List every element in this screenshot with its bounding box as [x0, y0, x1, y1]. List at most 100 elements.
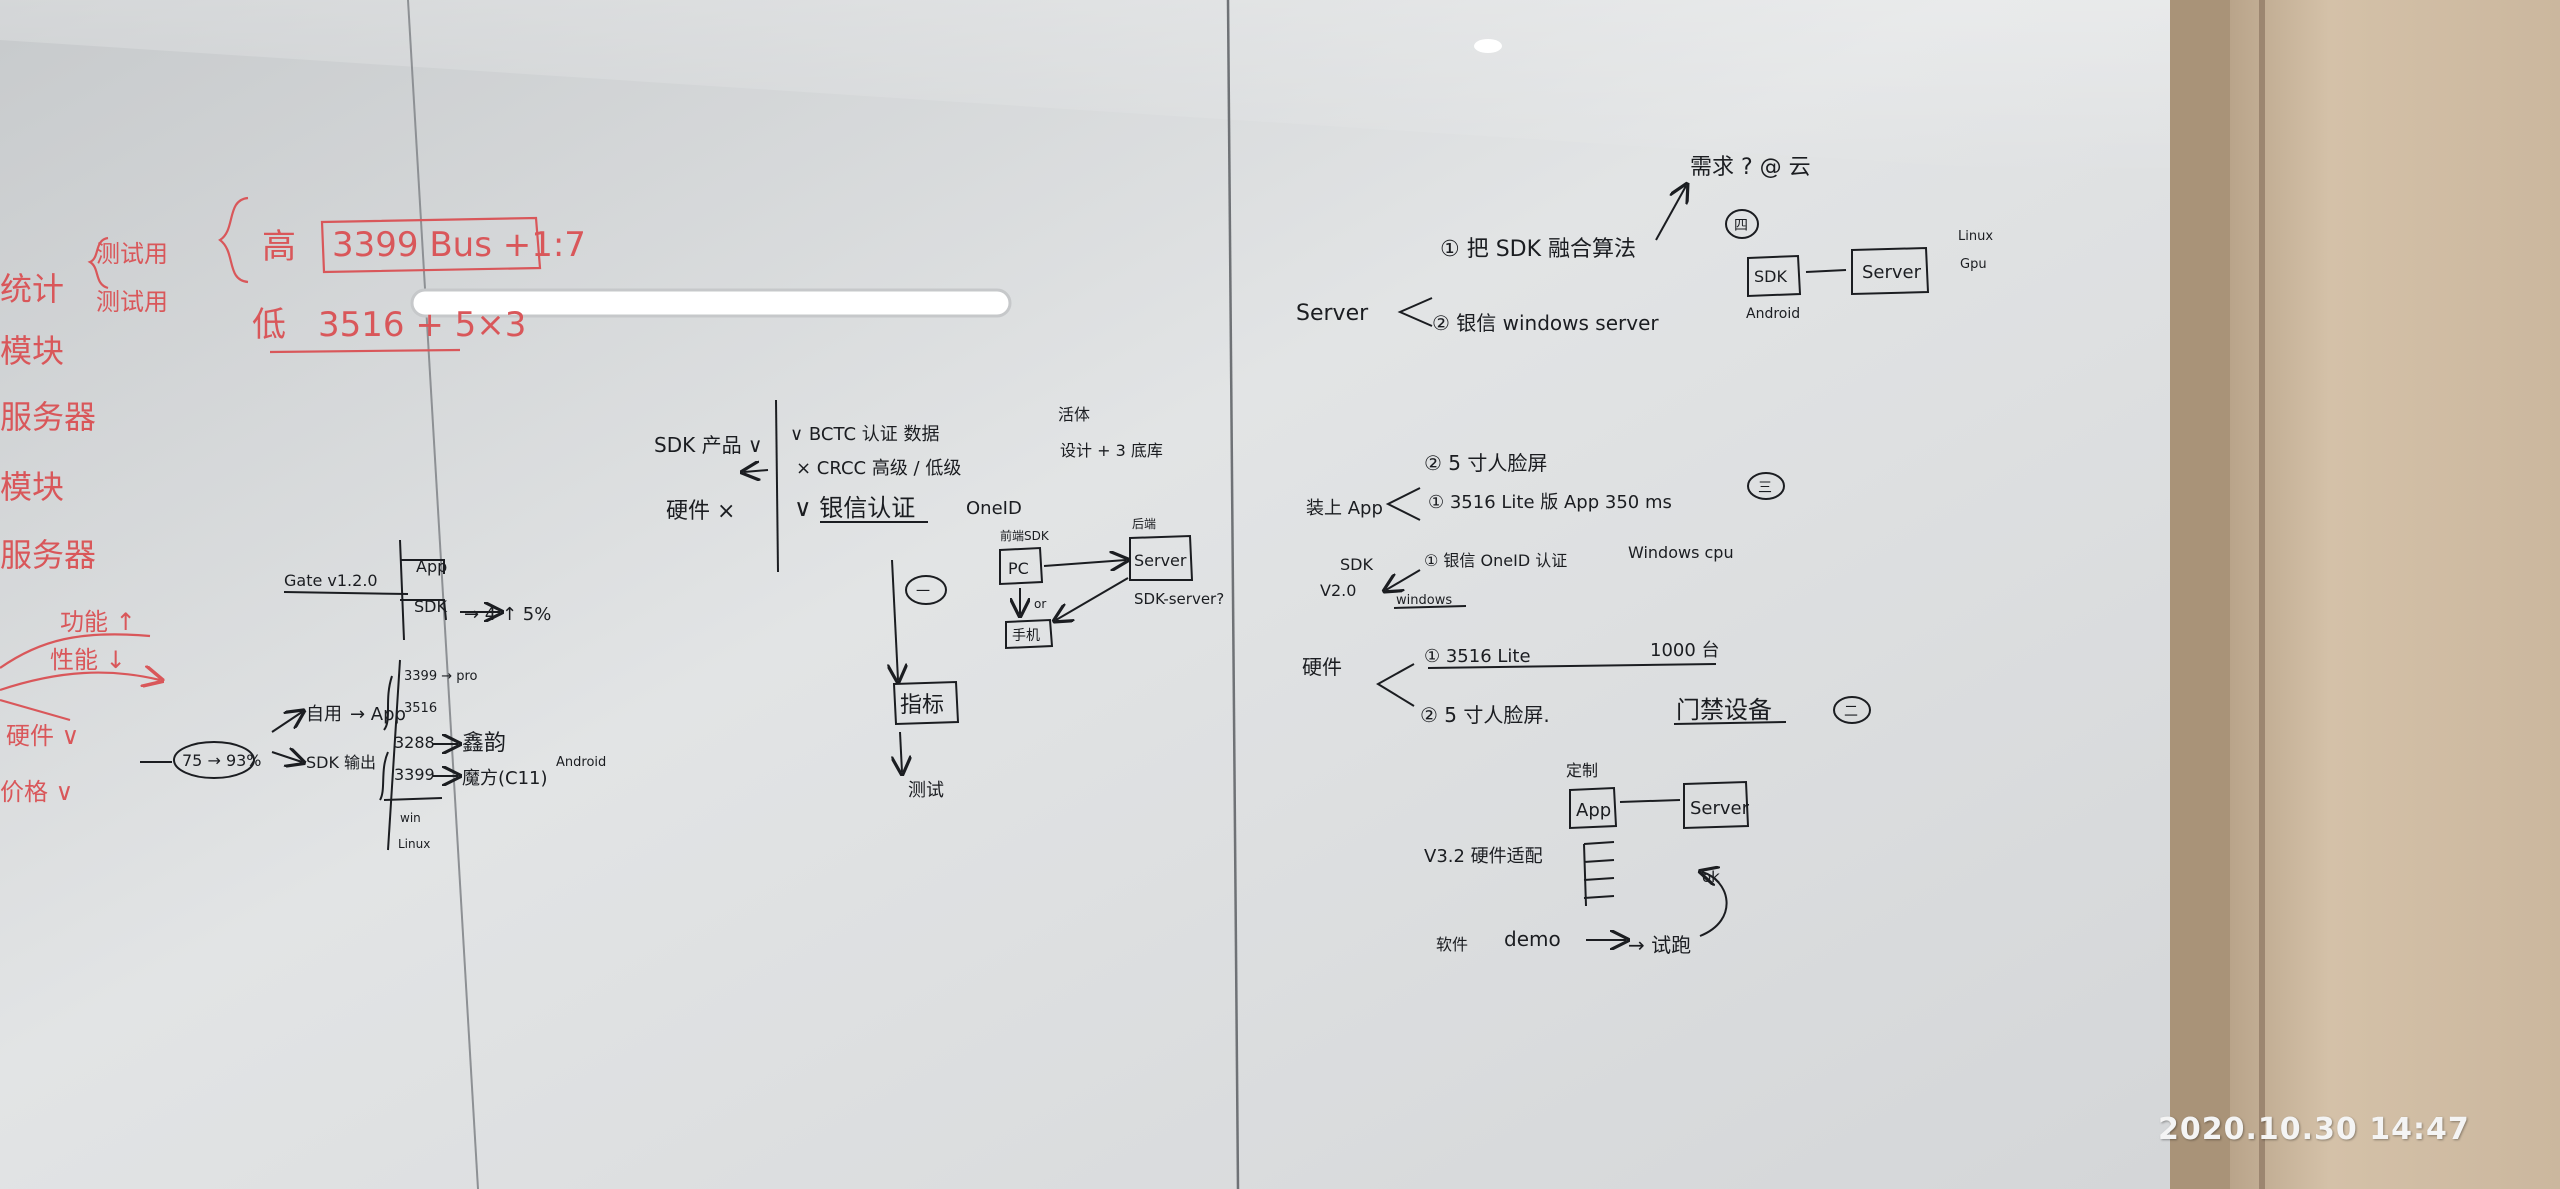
loop-arrow	[1700, 872, 1728, 937]
sdk-arrow-note: → 4 ↑ 5%	[464, 604, 551, 625]
red-edge-8: 硬件 ∨	[6, 722, 79, 750]
sdk-right: SDK	[1340, 555, 1373, 574]
windows-underline	[1393, 605, 1467, 609]
red-bracket-a: 测试用	[96, 240, 168, 268]
install-app: 装上 App	[1306, 498, 1383, 519]
v32-label: V3.2 硬件适配	[1424, 846, 1543, 867]
item-3: ∨ 银信认证	[794, 494, 915, 522]
red-high-value: 3399 Bus +1:7	[332, 225, 586, 265]
pc-server-link	[1043, 560, 1126, 566]
sdk-box-label: SDK	[1754, 267, 1787, 286]
own-use-label: 自用	[306, 704, 342, 725]
android-label-right: Android	[1746, 306, 1800, 322]
left-panel-lines	[140, 539, 500, 851]
to-sdk-out	[271, 752, 302, 762]
circle-three-label: 三	[1758, 480, 1772, 496]
sdk-label: SDK	[414, 597, 447, 616]
chip-3399: 3399	[394, 765, 435, 784]
own-use-app: → App	[350, 704, 406, 725]
linux-gpu-2: Gpu	[1960, 257, 1987, 272]
demand-arrow	[1655, 186, 1686, 241]
linux-label: Linux	[398, 837, 430, 851]
red-arrows	[0, 633, 160, 690]
sdk-product: SDK 产品 ∨	[654, 433, 763, 457]
chip-3516: 3516	[404, 701, 437, 716]
circle-four	[1725, 209, 1759, 239]
red-strike	[0, 698, 71, 722]
app-box-label: App	[1576, 800, 1611, 821]
sdk-box	[1747, 254, 1802, 298]
item-2: × CRCC 高级 / 低级	[796, 458, 961, 479]
server-box-right	[1851, 246, 1930, 296]
indicator-box	[892, 680, 960, 726]
product-divider	[775, 399, 779, 573]
or-label: or	[1034, 597, 1046, 611]
server-box-label: Server	[1862, 262, 1922, 283]
sdk-server-note: SDK-server?	[1134, 590, 1224, 608]
android-label: Android	[556, 755, 606, 770]
gate-underline	[283, 591, 409, 595]
lamp-reflection	[410, 288, 1012, 318]
v20-label: V2.0	[1320, 581, 1356, 600]
algo-label: ① 把 SDK 融合算法	[1440, 237, 1636, 262]
frontend-sdk: 前端SDK	[1000, 528, 1050, 543]
panel-seam-middle	[1226, 0, 1240, 1189]
chip-bracket	[379, 675, 393, 801]
spot-reflection	[1474, 39, 1502, 53]
circle-one	[905, 575, 947, 605]
red-edge-7: 性能 ↓	[50, 646, 126, 674]
red-underline-low	[269, 348, 461, 354]
mobile-box	[1005, 618, 1054, 650]
hardware-label: 硬件 ×	[666, 499, 735, 524]
hardware-bracket	[1376, 663, 1415, 707]
win-label: win	[400, 811, 421, 825]
linux-gpu-1: Linux	[1958, 229, 1993, 244]
demo-label: demo	[1504, 927, 1561, 951]
hw-3516: ① 3516 Lite	[1424, 646, 1531, 667]
windows-server-label: ② 银信 windows server	[1432, 311, 1659, 335]
center-node	[173, 741, 255, 779]
windows-label: windows	[1396, 593, 1452, 608]
oneid-label: OneID	[966, 498, 1022, 519]
server-box-2	[1683, 780, 1750, 830]
circle-four-label: 四	[1734, 218, 1748, 234]
red-edge-9: 价格 ∨	[0, 778, 73, 806]
door-underline	[1673, 721, 1787, 725]
red-high-label: 高	[262, 227, 296, 267]
right-panel-lines	[1376, 186, 1930, 940]
chip-divider	[383, 797, 443, 801]
software-label: 软件	[1436, 935, 1468, 954]
door-device: 门禁设备	[1676, 696, 1772, 724]
gate-label: Gate v1.2.0	[284, 571, 378, 590]
board-frame	[2170, 0, 2230, 1189]
windows-cpu: Windows cpu	[1628, 543, 1734, 562]
pc-label: PC	[1008, 559, 1029, 578]
hw-mid: 鑫韵	[462, 731, 506, 756]
red-box-high	[320, 216, 542, 274]
hw-low: 魔方(C11)	[462, 768, 548, 789]
chip-column	[387, 659, 401, 851]
app-3516: ① 3516 Lite 版 App 350 ms	[1428, 492, 1672, 513]
circle-one-label: 一	[916, 584, 930, 600]
red-brace-inner	[87, 236, 109, 290]
lite-underline	[1427, 663, 1717, 669]
oneid-cert: ① 银信 OneID 认证	[1424, 551, 1567, 570]
indicator-label: 指标	[900, 693, 944, 718]
note-design: 设计 + 3 底库	[1060, 441, 1163, 460]
item-1: ∨ BCTC 认证 数据	[790, 424, 939, 445]
whiteboard-surface	[0, 0, 2180, 1189]
circle-two-label: 二	[1844, 704, 1858, 720]
demand-label: 需求 ? @ 云	[1690, 155, 1811, 180]
hardware-stack	[1583, 841, 1615, 907]
backend-label: 后端	[1132, 517, 1156, 531]
indicator-to-test	[900, 731, 902, 772]
run-label: → 试跑	[1628, 933, 1691, 957]
red-edge-1: 统计	[0, 270, 64, 308]
hardware-right: 硬件	[1302, 655, 1342, 679]
chip-3399-top: 3399 → pro	[404, 669, 478, 684]
sdk-out-label: SDK 输出	[306, 753, 376, 772]
app-sdk-box	[399, 539, 447, 641]
hardware-arrow	[744, 470, 769, 472]
ceiling-reflection	[0, 0, 2180, 180]
